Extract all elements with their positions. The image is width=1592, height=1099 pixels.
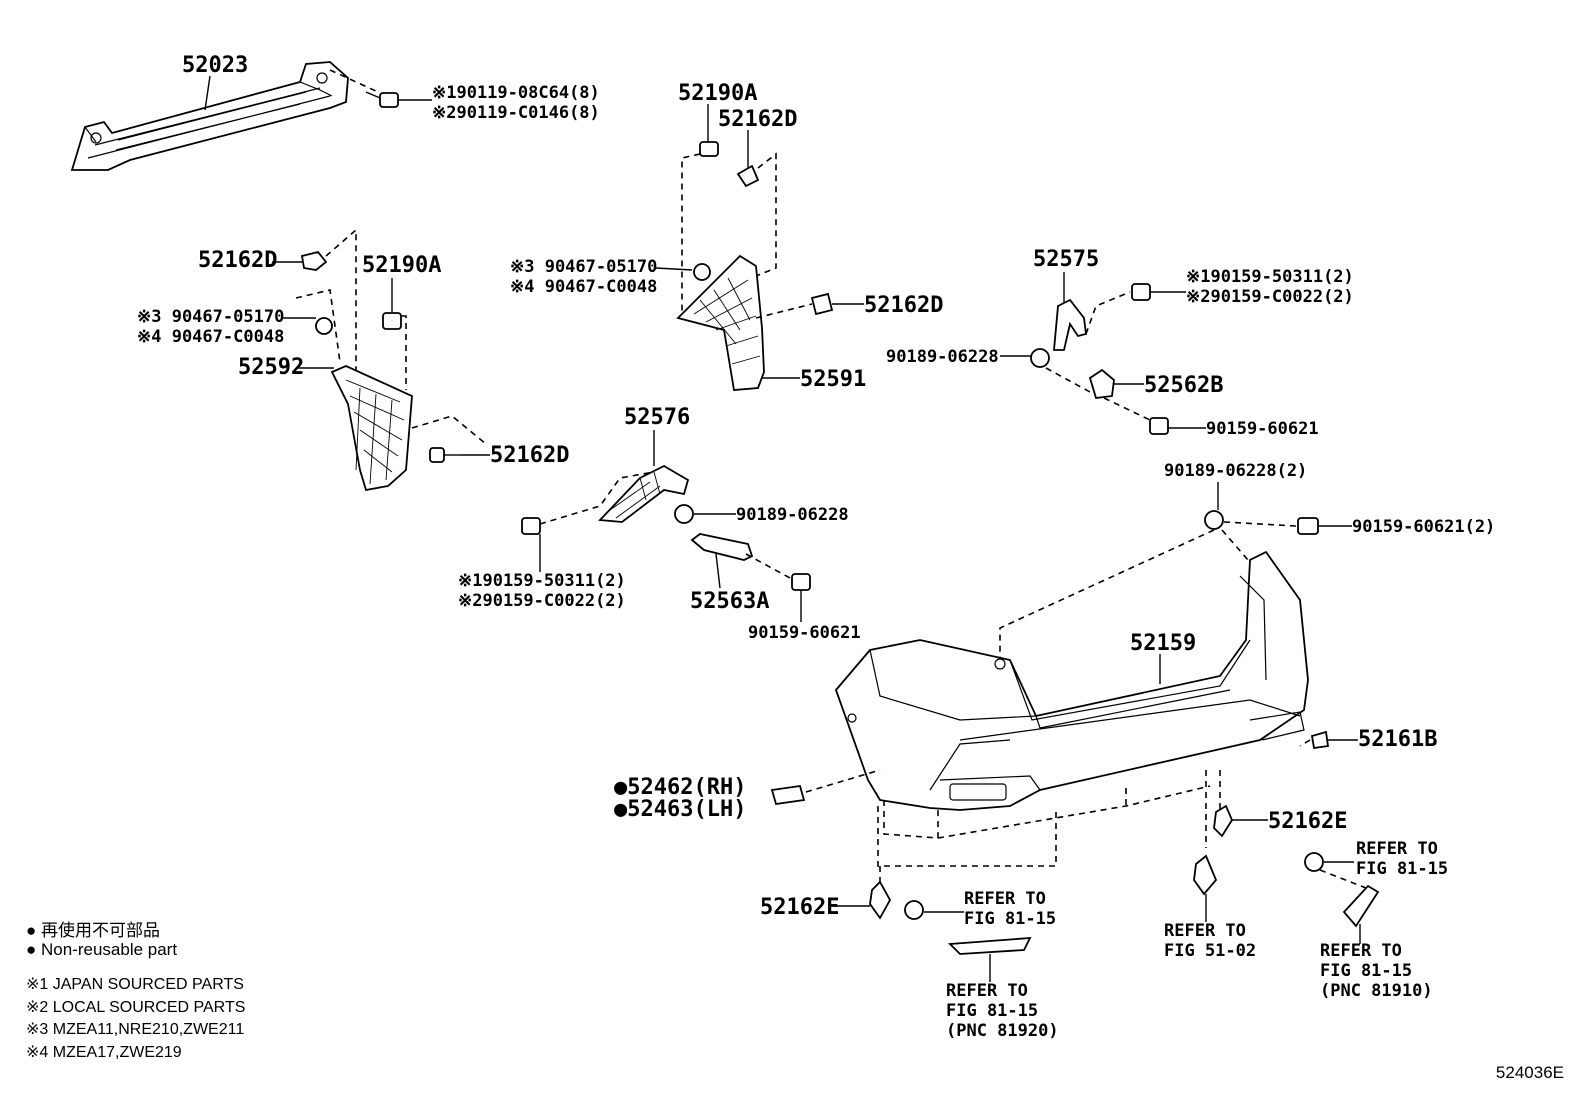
label-52162d-top: 52162D (718, 107, 797, 132)
label-52162d-mid: 52162D (864, 293, 943, 318)
retainer-drawing (690, 533, 754, 561)
label-90159-60621-2: 90159-60621(2) (1352, 517, 1495, 537)
label-90189-06228-right: 90189-06228 (886, 347, 999, 367)
bolt-icon (1297, 517, 1319, 535)
label-52023: 52023 (182, 53, 248, 78)
label-52161b: 52161B (1358, 727, 1437, 752)
grommet-icon (693, 263, 711, 281)
label-52162e-right: 52162E (1268, 809, 1347, 834)
label-52463-lh: ●52463(LH) (614, 797, 746, 822)
refer-to-2-line3: (PNC 81920) (946, 1021, 1059, 1041)
reflector-drawing (947, 936, 1032, 955)
bolt-icon (365, 91, 399, 108)
refer-to-3-line1: REFER TO (1164, 921, 1246, 941)
refer-to-1-line2: FIG 81-15 (964, 909, 1056, 929)
grommet-icon (1030, 348, 1050, 368)
legend-non-reusable-part: ● Non-reusable part (26, 940, 178, 959)
legend-japanese-non-reusable: ● 再使用不可部品 (26, 921, 160, 940)
reflector-drawing (1342, 884, 1380, 928)
refer-to-4-line2: FIG 81-15 (1356, 859, 1448, 879)
legend-note-1: ※1 JAPAN SOURCED PARTS (26, 976, 244, 993)
label-52190a-left: 52190A (362, 253, 441, 278)
label-52563a: 52563A (690, 589, 769, 614)
clip-icon (736, 164, 760, 188)
clip-icon (810, 292, 834, 316)
label-90119-c0146: ※290119-C0146(8) (432, 103, 600, 123)
label-52159: 52159 (1130, 631, 1196, 656)
label-90159-50311-right: ※190159-50311(2) (1186, 267, 1354, 287)
label-90159-c0022-mid: ※290159-C0022(2) (458, 591, 626, 611)
clip-icon (869, 880, 892, 920)
label-52592: 52592 (238, 355, 304, 380)
refer-to-2-line1: REFER TO (946, 981, 1028, 1001)
grommet-icon (674, 504, 694, 524)
label-52576: 52576 (624, 405, 690, 430)
label-52190a-top: 52190A (678, 81, 757, 106)
label-52562b: 52562B (1144, 373, 1223, 398)
bolt-icon (521, 517, 541, 535)
label-52462-rh: ●52462(RH) (614, 775, 746, 800)
label-52591: 52591 (800, 367, 866, 392)
label-90159-60621-mid: 90159-60621 (748, 623, 861, 643)
refer-to-3-line2: FIG 51-02 (1164, 941, 1256, 961)
label-90189-06228-mid: 90189-06228 (736, 505, 849, 525)
label-52162d-lower: 52162D (490, 443, 569, 468)
pad-icon (1310, 730, 1330, 750)
rear-bumper-cover-drawing (834, 550, 1309, 811)
bumper-reinforcement-drawing (70, 61, 349, 171)
nut-icon (382, 312, 402, 330)
bolt-icon (791, 573, 811, 591)
absorber-pad-icon (770, 784, 806, 806)
grommet-icon (1204, 510, 1224, 530)
refer-to-1-line1: REFER TO (964, 889, 1046, 909)
label-52575: 52575 (1033, 247, 1099, 272)
label-90159-50311-mid: ※190159-50311(2) (458, 571, 626, 591)
label-90159-60621-right: 90159-60621 (1206, 419, 1319, 439)
refer-to-2-line2: FIG 81-15 (946, 1001, 1038, 1021)
label-90467-05170-mid: ※3 90467-05170 (510, 257, 657, 277)
rail-bracket-drawing (598, 464, 690, 523)
label-90119-08c64: ※190119-08C64(8) (432, 83, 600, 103)
bolt-icon (1131, 283, 1151, 301)
legend-note-4: ※4 MZEA17,ZWE219 (26, 1044, 182, 1061)
legend-note-3: ※3 MZEA11,NRE210,ZWE211 (26, 1021, 245, 1038)
label-52162e-left: 52162E (760, 895, 839, 920)
label-90467-05170-left: ※3 90467-05170 (137, 307, 284, 327)
clip-icon (1193, 854, 1218, 896)
refer-to-5-line2: FIG 81-15 (1320, 961, 1412, 981)
clip-icon (429, 447, 460, 463)
legend-note-2: ※2 LOCAL SOURCED PARTS (26, 999, 246, 1016)
bolt-icon (1149, 417, 1169, 435)
retainer-drawing (1088, 368, 1115, 399)
clip-icon (1213, 804, 1234, 838)
refer-to-5-line1: REFER TO (1320, 941, 1402, 961)
screw-icon (904, 900, 924, 920)
label-90467-c0048-mid: ※4 90467-C0048 (510, 277, 657, 297)
side-bracket-right-drawing (676, 254, 765, 391)
label-90189-06228-2: 90189-06228(2) (1164, 461, 1307, 481)
refer-to-4-line1: REFER TO (1356, 839, 1438, 859)
figure-id: 524036E (1495, 1063, 1564, 1082)
refer-to-5-line3: (PNC 81910) (1320, 981, 1433, 1001)
label-52162d-left: 52162D (198, 248, 277, 273)
clip-icon (300, 250, 328, 271)
nut-icon (699, 141, 719, 157)
side-bracket-left-drawing (330, 365, 413, 492)
screw-icon (1304, 852, 1324, 872)
retainer-bracket-drawing (1053, 298, 1087, 351)
grommet-icon (315, 317, 333, 335)
label-90159-c0022-right: ※290159-C0022(2) (1186, 287, 1354, 307)
label-90467-c0048-left: ※4 90467-C0048 (137, 327, 284, 347)
